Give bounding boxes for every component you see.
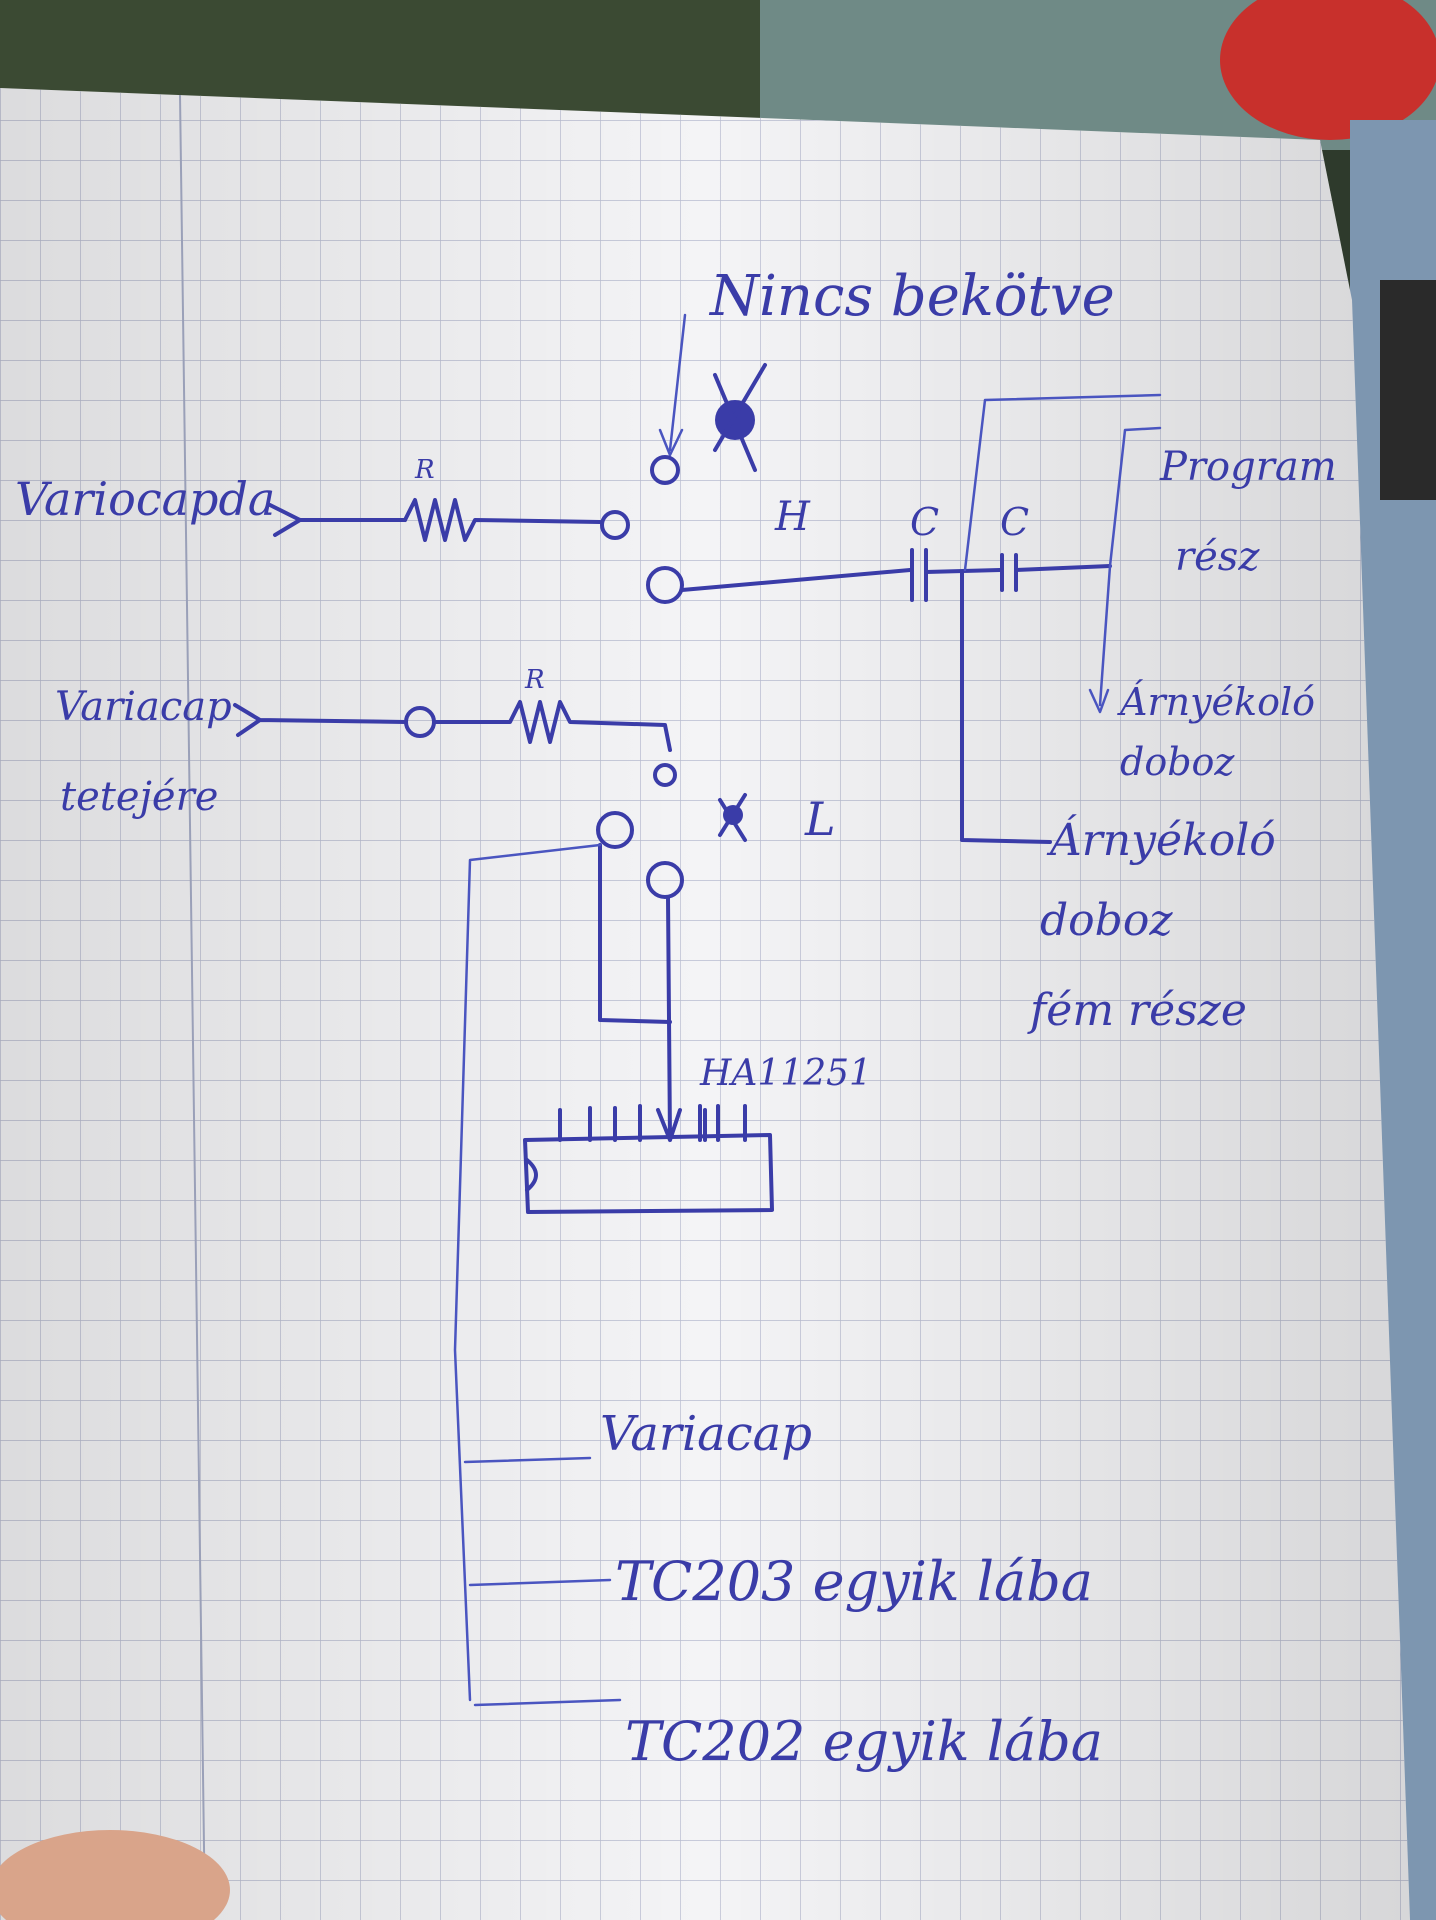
capacitor-2-symbol [1000,553,1018,592]
label-varicap-lower: Variacap [600,1406,812,1462]
label-cap-1: C [910,500,939,544]
top-resistor-branch [268,498,630,542]
terminal-l-2 [646,861,684,899]
label-shield-metal-2: doboz [1040,895,1173,946]
label-resistor-top: R [414,455,435,485]
bottom-taps [463,1456,622,1707]
label-program-1: Program [1159,444,1337,490]
ic-ha11251 [523,1104,774,1214]
terminal-bottom-resistor [653,763,677,787]
margin-line [179,94,206,1920]
label-shield-metal-3: fém része [1027,985,1247,1036]
label-program-2: rész [1175,534,1260,580]
label-ic: HA11251 [699,1053,872,1094]
background-can [1220,0,1436,140]
label-varicap-top: Variocapda [15,472,275,526]
label-shield-2: doboz [1120,740,1235,784]
label-varicap-bottom-2: tetejére [60,774,218,820]
l-branch [453,811,684,1702]
bottom-resistor-branch [233,700,747,842]
terminal-top-resistor [600,510,630,540]
label-tc203: TC203 egyik lába [615,1550,1093,1613]
h-branch [646,393,1162,844]
label-switch-l: L [804,792,836,846]
terminal-h [646,566,684,604]
label-varicap-bottom: Variacap [55,684,232,730]
title-not-connected: Nincs bekötve [708,264,1115,329]
capacitor-1-symbol [910,548,928,602]
thumb [0,1830,230,1920]
label-resistor-bottom: R [524,665,545,695]
terminal-not-connected [650,455,680,485]
label-shield-1: Árnyékoló [1117,680,1315,724]
label-shield-metal-1: Árnyékoló [1046,813,1276,866]
label-switch-h: H [774,494,811,540]
label-cap-2: C [1000,500,1029,544]
nc-marker [650,313,767,485]
background-object [1380,280,1436,500]
label-tc202: TC202 egyik lába [625,1710,1103,1773]
terminal-l-1 [596,811,634,849]
